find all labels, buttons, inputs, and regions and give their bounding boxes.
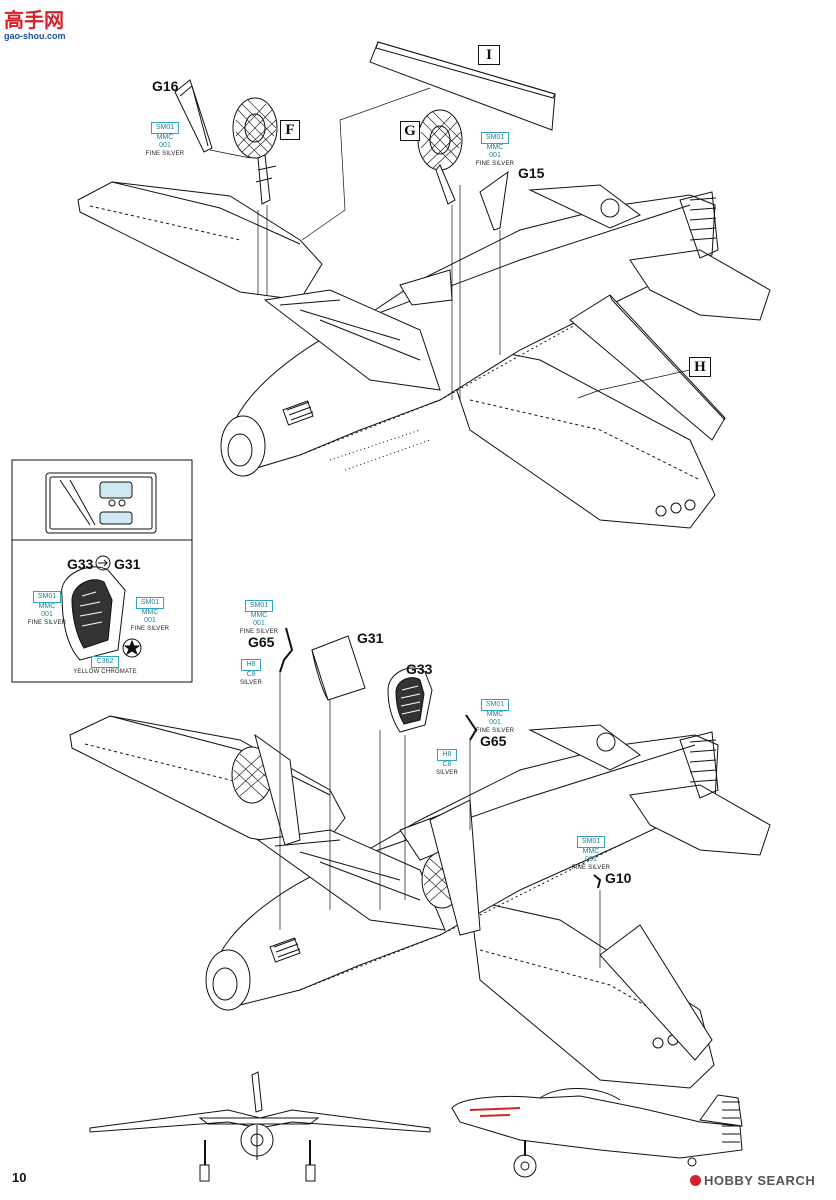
paint-brand: MMC — [250, 612, 268, 619]
paint-code: H8 — [241, 659, 261, 671]
paint-num: 001 — [253, 620, 265, 627]
paint-name: FINE SILVER — [130, 626, 170, 632]
paint-code: SM01 — [136, 597, 164, 609]
side-view — [451, 1088, 743, 1178]
paint-code: C362 — [91, 656, 119, 668]
upper-left-gear — [174, 79, 278, 295]
paint-name: FINE SILVER — [475, 161, 515, 167]
paint-num: 001 — [489, 152, 501, 159]
part-g33-inset: G33 — [67, 556, 94, 572]
paint-callout-2: SM01 MMC 001 FINE SILVER — [470, 132, 520, 168]
watermark-icon — [690, 1175, 701, 1186]
paint-callout-10: SM01 MMC 001 FINE SILVER — [566, 836, 616, 872]
paint-brand: MMC — [486, 711, 504, 718]
paint-brand: MMC — [38, 603, 56, 610]
paint-code: SM01 — [481, 132, 509, 144]
paint-code: SM01 — [481, 699, 509, 711]
part-g33: G33 — [406, 661, 433, 677]
paint-callout-6: SM01 MMC 001 FINE SILVER — [234, 600, 284, 636]
paint-code: SM01 — [151, 122, 179, 134]
paint-callout-4: SM01 MMC 001 FINE SILVER — [125, 597, 175, 633]
paint-code: SM01 — [33, 591, 61, 603]
panel-i — [301, 41, 556, 241]
paint-code: SM01 — [245, 600, 273, 612]
paint-num: C8 — [246, 671, 256, 678]
part-g65-a: G65 — [248, 634, 275, 650]
upper-right-gear — [417, 109, 509, 400]
site-logo: 高手网 gao-shou.com — [4, 4, 66, 41]
front-view — [89, 1071, 431, 1182]
paint-name: FINE SILVER — [571, 865, 611, 871]
paint-callout-5: C362 YELLOW CHROMATE — [60, 656, 150, 676]
paint-name: FINE SILVER — [239, 629, 279, 635]
watermark-text: HOBBY SEARCH — [704, 1173, 816, 1188]
paint-num: 001 — [159, 142, 171, 149]
box-label-g: G — [400, 121, 420, 141]
paint-name: FINE SILVER — [27, 620, 67, 626]
paint-num: 001 — [41, 611, 53, 618]
page-number: 10 — [12, 1170, 27, 1185]
box-label-h: H — [689, 357, 711, 377]
paint-name: SILVER — [435, 770, 459, 776]
part-g31-inset: G31 — [114, 556, 141, 572]
site-logo-cn: 高手网 — [4, 8, 64, 32]
part-g31: G31 — [357, 630, 384, 646]
watermark: HOBBY SEARCH — [690, 1173, 815, 1188]
box-label-f: F — [280, 120, 300, 140]
paint-code: H8 — [437, 749, 457, 761]
lower-aircraft — [69, 715, 771, 1089]
lower-parts — [279, 627, 602, 968]
paint-brand: MMC — [486, 144, 504, 151]
paint-brand: MMC — [141, 609, 159, 616]
paint-callout-8: SM01 MMC 001 FINE SILVER — [470, 699, 520, 735]
part-g65-b: G65 — [480, 733, 507, 749]
part-g15: G15 — [518, 165, 545, 181]
paint-brand: MMC — [582, 848, 600, 855]
paint-name: FINE SILVER — [145, 151, 185, 157]
paint-name: YELLOW CHROMATE — [73, 669, 137, 675]
paint-brand: MMC — [156, 134, 174, 141]
site-logo-url: gao-shou.com — [4, 31, 66, 41]
panel-h — [569, 294, 726, 441]
upper-aircraft — [77, 181, 771, 529]
paint-callout-7: H8 C8 SILVER — [236, 659, 266, 687]
paint-num: 001 — [585, 856, 597, 863]
paint-name: FINE SILVER — [475, 728, 515, 734]
paint-callout-9: H8 C8 SILVER — [432, 749, 462, 777]
paint-code: SM01 — [577, 836, 605, 848]
part-g10: G10 — [605, 870, 632, 886]
part-g16: G16 — [152, 78, 179, 94]
box-label-i: I — [478, 45, 500, 65]
paint-callout-1: SM01 MMC 001 FINE SILVER — [140, 122, 190, 158]
paint-num: 001 — [144, 617, 156, 624]
paint-name: SILVER — [239, 680, 263, 686]
paint-num: 001 — [489, 719, 501, 726]
inset-frame — [11, 459, 193, 683]
paint-num: C8 — [442, 761, 452, 768]
paint-callout-3: SM01 MMC 001 FINE SILVER — [22, 591, 72, 627]
